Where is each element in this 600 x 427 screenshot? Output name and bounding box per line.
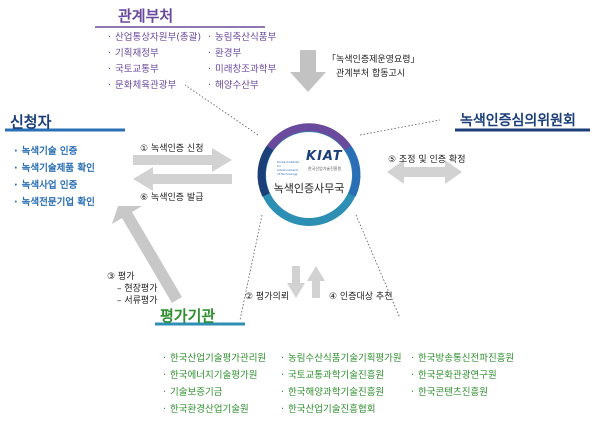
evaluator-item: 국토교통과학기술진흥원 — [281, 370, 384, 382]
step2-label: ② 평가의뢰 — [245, 292, 290, 302]
ministry-item: 산업통상자원부(총괄) — [108, 32, 201, 44]
evaluator-item: 한국방송통신전파진흥원 — [411, 353, 514, 365]
kiat-logo: KIAT — [306, 149, 343, 164]
arrow-step3 — [112, 206, 182, 303]
ring-segment-purple — [266, 123, 352, 151]
step3-label: ③ 평가 — [107, 272, 135, 282]
arrow-down-notice — [290, 50, 326, 92]
applicant-item: 녹색기술제품 확인 — [14, 163, 95, 175]
applicant-item: 녹색전문기업 확인 — [14, 197, 95, 209]
arrow-step4 — [307, 266, 325, 298]
notice-label-line1: 「녹색인증제운영요령」 — [327, 55, 420, 65]
ministry-item: 농림축산식품부 — [208, 32, 276, 44]
ministry-item: 국토교통부 — [108, 64, 159, 76]
applicant-item: 녹색사업 인증 — [14, 180, 78, 192]
arrow-step5 — [387, 160, 462, 184]
connector-line — [239, 214, 263, 321]
ministry-item: 기획재정부 — [108, 48, 159, 60]
step3-sub-label: – 서류평가 — [117, 296, 158, 306]
step5-label: ⑤ 조정 및 인증 확정 — [388, 155, 466, 165]
ministry-item: 환경부 — [208, 48, 241, 60]
connector-line — [359, 119, 441, 136]
ministry-item: 해양수산부 — [208, 80, 259, 92]
center-title: 녹색인증사무국 — [273, 182, 345, 195]
ministries-title: 관계부처 — [118, 7, 174, 25]
evaluator-item: 한국산업기술평가관리원 — [163, 353, 266, 365]
evaluators-title: 평가기관 — [160, 307, 216, 325]
step6-label: ⑥ 녹색인증 발급 — [140, 193, 204, 203]
ministry-item: 문화체육관광부 — [108, 80, 176, 92]
arrow-step1 — [133, 148, 232, 172]
step4-label: ④ 인증대상 추천 — [329, 292, 393, 302]
evaluator-item: 한국에너지기술평가원 — [163, 370, 257, 382]
arrow-step2 — [287, 266, 305, 298]
applicant-item: 녹색기술 인증 — [14, 146, 78, 158]
ring-segment-blue — [344, 145, 361, 197]
evaluator-item: 한국문화관광연구원 — [411, 370, 497, 382]
evaluator-item: 한국콘텐츠진흥원 — [411, 387, 488, 399]
evaluator-item: 한국산업기술진흥협회 — [281, 404, 375, 416]
committee-title: 녹색인증심의위원회 — [460, 113, 576, 129]
ring-segment-navy — [257, 145, 274, 197]
kiat-logo-subtext: 한국산업기술진흥원 — [308, 166, 342, 171]
evaluator-item: 농림수산식품기술기획평가원 — [281, 353, 402, 365]
arrow-step6 — [133, 167, 232, 191]
step3-sub-label: – 현장평가 — [117, 284, 158, 294]
ministry-item: 미래창조과학부 — [208, 64, 276, 76]
evaluator-item: 한국환경산업기술원 — [163, 404, 249, 416]
ring-inner — [268, 134, 350, 216]
evaluator-item: 한국해양과학기술진흥원 — [281, 387, 384, 399]
connector-line — [355, 214, 401, 319]
applicant-title: 신청자 — [10, 113, 52, 131]
center-ring — [257, 123, 361, 226]
notice-label-line2: 관계부처 합동고시 — [336, 69, 406, 79]
evaluator-item: 기술보증기금 — [163, 387, 222, 399]
connector-line — [184, 84, 259, 136]
step1-label: ① 녹색인증 신청 — [140, 144, 204, 154]
kiat-logo-left-text: Korea Institute for Advancement of Techn… — [277, 160, 299, 176]
